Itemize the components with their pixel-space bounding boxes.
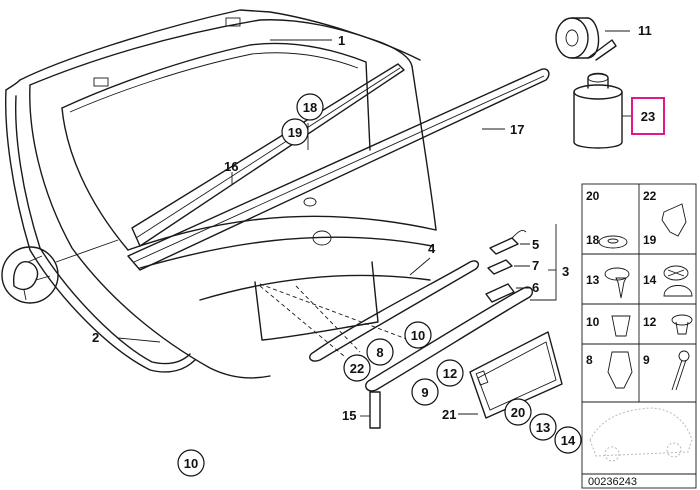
- vehicle-thumbnail: 00236243: [581, 401, 697, 489]
- callout-8: 8: [376, 345, 383, 360]
- label-part-5: 5: [532, 237, 539, 252]
- label-part-23: 23: [641, 109, 655, 124]
- callout-12: 12: [443, 366, 457, 381]
- grid-label-14: 14: [643, 273, 657, 287]
- fastener-grid: 20 22 18 19 13 14 10 12 8 9: [581, 183, 697, 403]
- grid-label-8: 8: [586, 353, 593, 367]
- grid-label-18: 18: [586, 233, 600, 247]
- tailgate-seal-drawing: [5, 9, 421, 373]
- label-part-1: 1: [338, 33, 345, 48]
- grid-label-12: 12: [643, 315, 657, 329]
- label-part-6: 6: [532, 280, 539, 295]
- label-part-21: 21: [442, 407, 456, 422]
- callout-18: 18: [303, 100, 317, 115]
- grid-label-22: 22: [643, 189, 657, 203]
- trim-strips-drawing: [309, 260, 534, 392]
- highlight-box: [631, 97, 665, 135]
- label-part-7: 7: [532, 258, 539, 273]
- tape-roll-11-drawing: [555, 17, 617, 61]
- spoiler-17-drawing: [127, 68, 550, 271]
- callout-10: 10: [411, 328, 425, 343]
- bottle-23-drawing: [573, 72, 623, 149]
- plate-holder-21-drawing: [469, 331, 563, 419]
- grid-label-10: 10: [586, 315, 600, 329]
- callout-14: 14: [561, 433, 576, 448]
- callout-22: 22: [350, 361, 364, 376]
- label-part-15: 15: [342, 408, 356, 423]
- grid-label-13: 13: [586, 273, 600, 287]
- part-15-drawing: [369, 391, 381, 429]
- grid-label-19: 19: [643, 233, 657, 247]
- label-part-17: 17: [510, 122, 524, 137]
- small-parts-5-7-drawing: [485, 229, 527, 303]
- part-labels: 1 2 3 4 5 6 7 11 15 16 17 21: [92, 23, 652, 423]
- grid-label-20: 20: [586, 189, 600, 203]
- seal-section-detail: [1, 239, 119, 304]
- leader-lines: [117, 30, 632, 417]
- callout-10-bottom: 10: [184, 456, 198, 471]
- callout-19: 19: [288, 125, 302, 140]
- callout-20: 20: [511, 405, 525, 420]
- label-part-2: 2: [92, 330, 99, 345]
- label-part-3: 3: [562, 264, 569, 279]
- grid-label-9: 9: [643, 353, 650, 367]
- callout-9: 9: [421, 385, 428, 400]
- document-id: 00236243: [588, 476, 637, 488]
- label-part-11: 11: [638, 23, 652, 38]
- callout-13: 13: [536, 420, 550, 435]
- circled-callouts: 18 19 10 8 22 9 12 20 13 14 10: [177, 93, 582, 477]
- label-part-4: 4: [428, 241, 436, 256]
- highlighted-part-23[interactable]: 23: [631, 97, 665, 135]
- tailgate-body-drawing: [29, 17, 437, 379]
- label-part-16: 16: [224, 159, 238, 174]
